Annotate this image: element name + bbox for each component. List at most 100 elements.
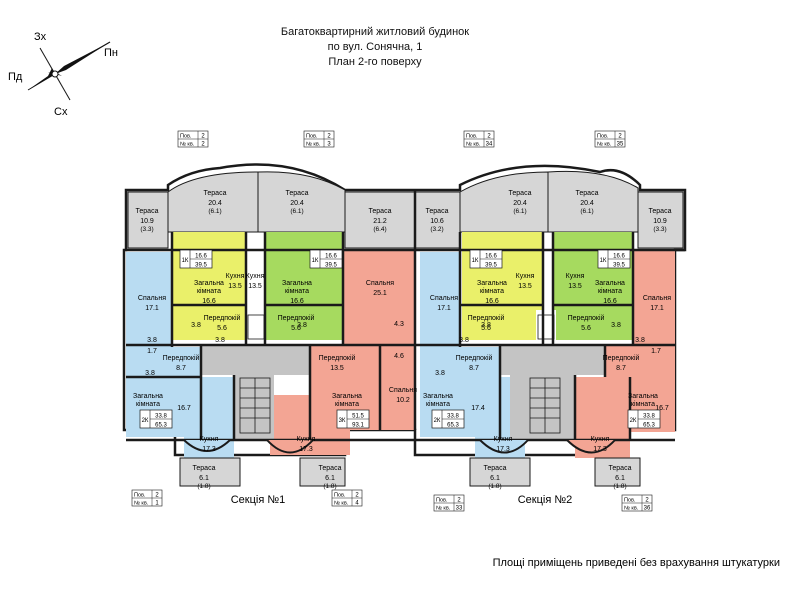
room-name: Спальня xyxy=(643,295,671,302)
small-room-value: 3.8 xyxy=(297,322,307,329)
small-room-value: 3.8 xyxy=(435,370,445,377)
room-area: 5.6 xyxy=(217,325,227,332)
room-area: 8.7 xyxy=(616,365,626,372)
apartment-tag: Пов.2№ кв.34 xyxy=(463,130,495,148)
apartment-living-area: 16.6 xyxy=(195,254,207,260)
tag-floor-value: 2 xyxy=(201,134,205,140)
bottom-terraces xyxy=(179,439,641,487)
room-name: Загальна xyxy=(133,393,163,400)
room-area-sub: (6.1) xyxy=(290,208,303,215)
apartment-room-count: 3К xyxy=(339,418,346,424)
tag-floor-label: Пов. xyxy=(334,493,346,499)
room-name: Тераса xyxy=(319,465,342,472)
room-label: Кухня 13.5 xyxy=(226,273,245,290)
room-area: 17.3 xyxy=(202,446,216,453)
small-room-value: 3.8 xyxy=(481,322,491,329)
apartment-living-area: 16.6 xyxy=(613,254,625,260)
room-name: Загальна xyxy=(194,280,224,287)
compass-east-label: Сх xyxy=(54,106,68,118)
apartment-tag: Пов.2№ кв.35 xyxy=(594,130,626,148)
room-name: кімната xyxy=(285,287,309,295)
tag-apartment-value: 3 xyxy=(327,142,331,148)
tag-floor-label: Пов. xyxy=(466,134,478,140)
room-name: Тераса xyxy=(136,208,159,215)
apartment-room-count: 1К xyxy=(312,258,319,264)
room-name: Кухня xyxy=(494,436,513,443)
room-area-sub: (1.8) xyxy=(488,483,501,490)
rooms-fill xyxy=(126,232,675,458)
room-name: Кухня xyxy=(226,273,245,280)
room-name: Загальна xyxy=(628,393,658,400)
room-area: 16.6 xyxy=(485,298,499,305)
room-name: Тераса xyxy=(649,208,672,215)
room-area: 8.7 xyxy=(469,365,479,372)
room-name: Тераса xyxy=(204,190,227,197)
apartment-badges: 1К16.639.51К16.639.51К16.639.51К16.639.5… xyxy=(139,249,661,429)
tag-floor-value: 2 xyxy=(355,493,359,499)
room-name: Спальня xyxy=(389,387,417,394)
apartment-total-area: 93.1 xyxy=(352,423,364,429)
tag-floor-label: Пов. xyxy=(436,498,448,504)
compass-north-label: Пн xyxy=(104,47,118,59)
tag-floor-value: 2 xyxy=(457,498,461,504)
compass-west-label: Зх xyxy=(34,31,47,43)
apartment-tag: Пов.2№ кв.2 xyxy=(177,130,209,148)
room-area: 13.5 xyxy=(518,283,532,290)
room-area: 10.6 xyxy=(430,218,444,225)
small-room-value: 4.6 xyxy=(394,353,404,360)
room-name: Загальна xyxy=(477,280,507,287)
room-name: Передпокій xyxy=(163,354,200,362)
apartment-room-count: 1К xyxy=(472,258,479,264)
room-name: Спальня xyxy=(366,280,394,287)
small-room-value: 3.8 xyxy=(145,370,155,377)
apartment-total-area: 39.5 xyxy=(613,263,625,269)
room-name: Передпокій xyxy=(568,314,605,322)
room-area: 20.4 xyxy=(513,200,527,207)
apartment-room-count: 2К xyxy=(630,418,637,424)
room-name: Тераса xyxy=(193,465,216,472)
room-area: 16.6 xyxy=(202,298,216,305)
apartment-total-area: 39.5 xyxy=(485,263,497,269)
room-area: 5.6 xyxy=(291,325,301,332)
room-name: Тераса xyxy=(426,208,449,215)
room-name: кімната xyxy=(480,287,504,295)
floor-title: План 2-го поверху xyxy=(328,56,422,68)
room-area-sub: (1.8) xyxy=(323,483,336,490)
apartment-tag: Пов.2№ кв.36 xyxy=(621,494,653,512)
room-area: 17.3 xyxy=(496,446,510,453)
room-area: 13.5 xyxy=(228,283,242,290)
room-area-sub: (3.3) xyxy=(653,226,666,233)
stairwells xyxy=(239,314,561,434)
room-area-sub: (6.1) xyxy=(513,208,526,215)
apartment-living-area: 16.6 xyxy=(485,254,497,260)
room-name: кімната xyxy=(136,400,160,408)
tag-apartment-label: № кв. xyxy=(306,142,321,148)
room-name: кімната xyxy=(426,400,450,408)
room-area: 17.3 xyxy=(593,446,607,453)
section-name: Секція №2 xyxy=(518,494,573,506)
room-name: Тераса xyxy=(609,465,632,472)
room-name: кімната xyxy=(598,287,622,295)
tag-apartment-label: № кв. xyxy=(334,501,349,507)
room-name: Тераса xyxy=(286,190,309,197)
room-name: Передпокій xyxy=(319,354,356,362)
room-area: 16.6 xyxy=(290,298,304,305)
apartment-tag: Пов.2№ кв.4 xyxy=(331,489,363,507)
small-room-value: 3.8 xyxy=(635,337,645,344)
